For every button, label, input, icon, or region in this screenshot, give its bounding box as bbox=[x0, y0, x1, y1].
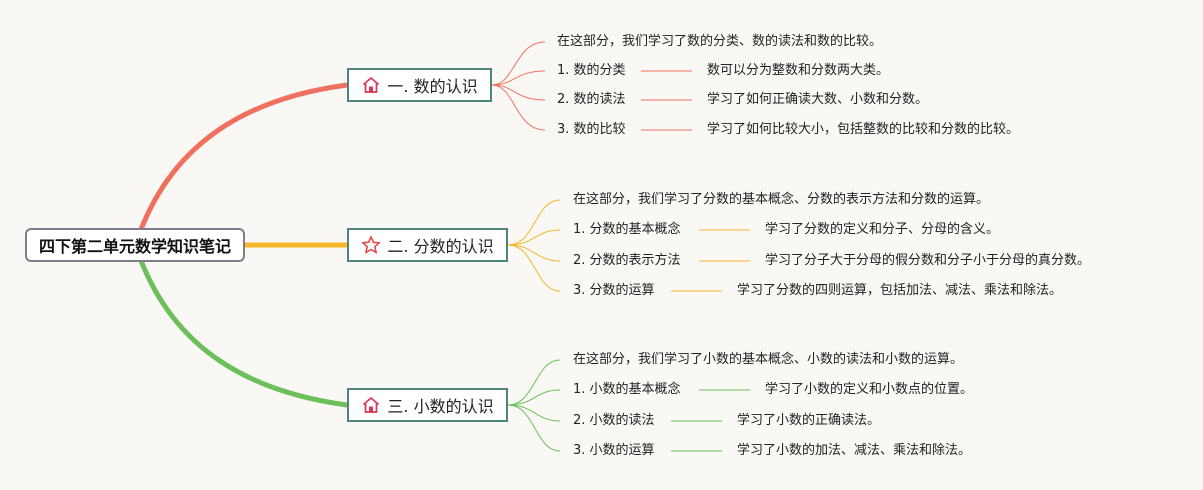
branch-1-item-1-label: 1. 数的分类 bbox=[557, 63, 626, 78]
branch-2-item-3-desc: 学习了分数的四则运算，包括加法、减法、乘法和除法。 bbox=[737, 283, 1063, 298]
branch-2-item-1-desc: 学习了分数的定义和分子、分母的含义。 bbox=[765, 222, 1000, 237]
root-title: 四下第二单元数学知识笔记 bbox=[38, 237, 231, 256]
branch-3-item-1-label: 1. 小数的基本概念 bbox=[573, 382, 681, 397]
branch-3-connector bbox=[137, 257, 348, 408]
branch-3-item-1-desc: 学习了小数的定义和小数点的位置。 bbox=[765, 382, 974, 397]
branch-3-item-3-desc: 学习了小数的加法、减法、乘法和除法。 bbox=[737, 443, 972, 458]
branch-1-item-2-desc: 学习了如何正确读大数、小数和分数。 bbox=[707, 92, 929, 107]
branch-3-item-2-desc: 学习了小数的正确读法。 bbox=[737, 413, 881, 428]
branch-2-item-1-label: 1. 分数的基本概念 bbox=[573, 222, 681, 237]
branch-node-3[interactable]: 三. 小数的认识 bbox=[347, 388, 508, 422]
root-node[interactable]: 四下第二单元数学知识笔记 bbox=[25, 228, 245, 262]
branch-3-fan bbox=[507, 359, 750, 452]
star-icon bbox=[361, 235, 381, 255]
branch-1-item-3-label: 3. 数的比较 bbox=[557, 122, 626, 137]
branch-2-title: 二. 分数的认识 bbox=[387, 237, 494, 256]
branch-1-title: 一. 数的认识 bbox=[387, 77, 478, 96]
branch-1-intro: 在这部分，我们学习了数的分类、数的读法和数的比较。 bbox=[557, 34, 883, 49]
branch-1-item-2-label: 2. 数的读法 bbox=[557, 92, 626, 107]
branch-node-2[interactable]: 二. 分数的认识 bbox=[347, 228, 508, 262]
branch-2-item-2-label: 2. 分数的表示方法 bbox=[573, 253, 681, 268]
branch-3-item-2-label: 2. 小数的读法 bbox=[573, 413, 655, 428]
branch-1-item-1-desc: 数可以分为整数和分数两大类。 bbox=[707, 63, 890, 78]
branch-2-fan bbox=[507, 199, 750, 292]
branch-1-fan bbox=[491, 41, 692, 131]
branch-2-item-3-label: 3. 分数的运算 bbox=[573, 283, 655, 298]
branch-3-intro: 在这部分，我们学习了小数的基本概念、小数的读法和小数的运算。 bbox=[573, 352, 964, 367]
branch-1-connector bbox=[137, 82, 348, 233]
branch-3-title: 三. 小数的认识 bbox=[387, 397, 494, 416]
house-icon bbox=[361, 75, 381, 95]
branch-2-intro: 在这部分，我们学习了分数的基本概念、分数的表示方法和分数的运算。 bbox=[573, 192, 990, 207]
branch-1-item-3-desc: 学习了如何比较大小，包括整数的比较和分数的比较。 bbox=[707, 122, 1020, 137]
house-icon bbox=[361, 395, 381, 415]
branch-node-1[interactable]: 一. 数的认识 bbox=[347, 68, 492, 102]
branch-2-item-2-desc: 学习了分子大于分母的假分数和分子小于分母的真分数。 bbox=[765, 253, 1091, 268]
branch-3-item-3-label: 3. 小数的运算 bbox=[573, 443, 655, 458]
